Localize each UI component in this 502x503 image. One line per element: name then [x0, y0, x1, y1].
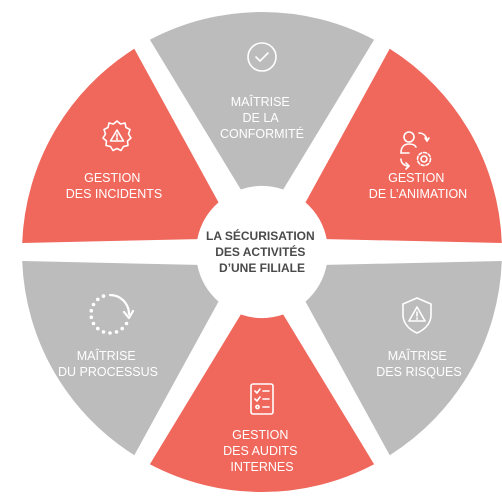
- gear-warning-icon: [102, 120, 132, 152]
- label-line: DU PROCESSUS: [58, 365, 158, 379]
- label-audits: GESTION DES AUDITS INTERNES: [223, 428, 301, 474]
- label-line: DE LA: [243, 111, 280, 125]
- shield-warning-icon: [402, 297, 432, 334]
- checklist-icon: [250, 383, 274, 415]
- circular-arrow-icon: [89, 293, 135, 335]
- people-gear-icon: [400, 131, 432, 170]
- label-risques: MAÎTRISE DES RISQUES: [376, 348, 461, 379]
- label-incidents: GESTION DES INCIDENTS: [66, 171, 163, 201]
- label-line: MAÎTRISE: [231, 94, 290, 109]
- label-line: CONFORMITÉ: [220, 126, 304, 141]
- segment-incidents: [22, 48, 219, 243]
- label-line: GESTION: [232, 428, 288, 442]
- segment-audits: [149, 314, 375, 492]
- label-line: DES RISQUES: [376, 365, 461, 379]
- label-conformite: MAÎTRISE DE LA CONFORMITÉ: [220, 94, 304, 141]
- segment-risques: [305, 261, 502, 456]
- segment-processus: [22, 261, 219, 456]
- segment-conformite: [149, 12, 375, 190]
- center-title-line: D’UNE FILIALE: [219, 261, 305, 275]
- label-processus: MAÎTRISE DU PROCESSUS: [58, 348, 158, 379]
- label-line: DES AUDITS: [223, 444, 297, 458]
- check-circle-icon: [247, 42, 277, 72]
- label-line: MAÎTRISE: [77, 348, 136, 363]
- center-title-line: DES ACTIVITÉS: [215, 244, 305, 259]
- center-title: LA SÉCURISATION DES ACTIVITÉS D’UNE FILI…: [206, 228, 318, 275]
- label-line: DE L’ANIMATION: [369, 187, 467, 201]
- label-animation: GESTION DE L’ANIMATION: [369, 171, 467, 201]
- label-line: GESTION: [388, 171, 444, 185]
- label-line: DES INCIDENTS: [66, 187, 163, 201]
- label-line: GESTION: [84, 171, 140, 185]
- center-title-line: LA SÉCURISATION: [206, 228, 315, 243]
- label-line: MAÎTRISE: [388, 348, 447, 363]
- label-line: INTERNES: [230, 460, 293, 474]
